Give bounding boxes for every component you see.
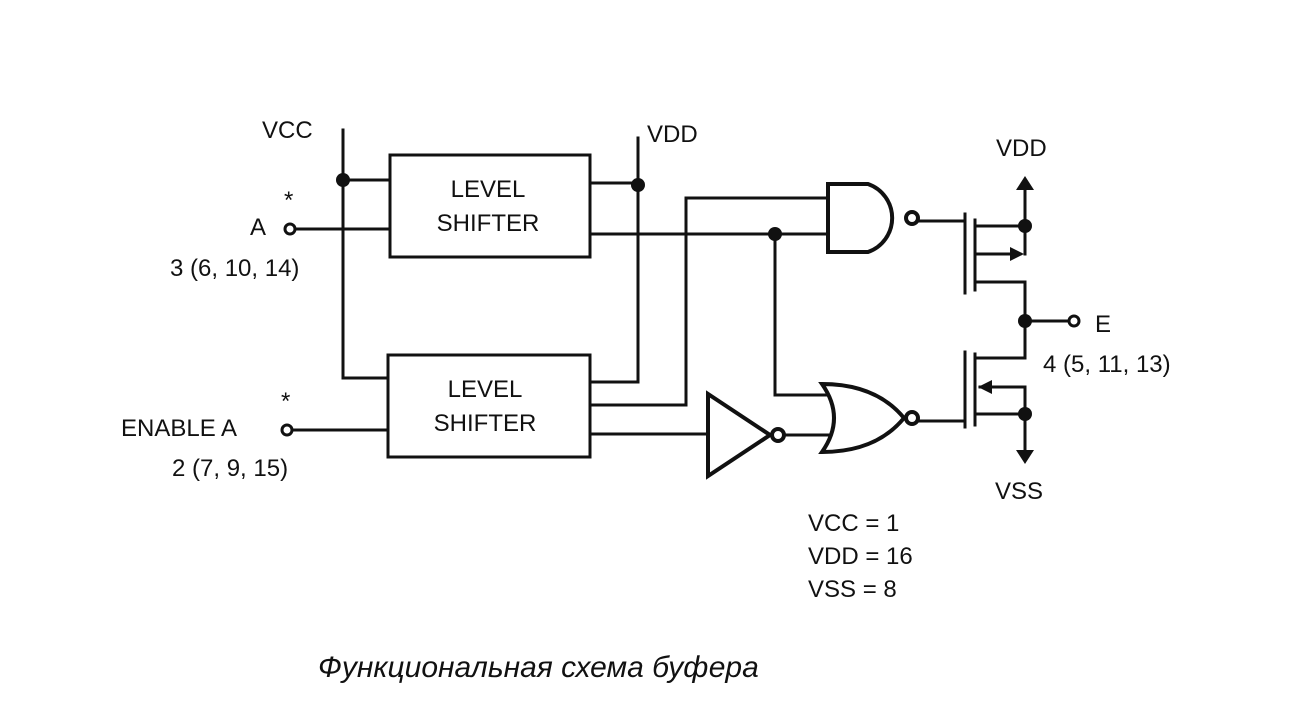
level-shifter-2 [386,353,592,459]
caption: Функциональная схема буфера [318,651,759,684]
nmos-arrow [978,380,992,394]
vdd-label-right: VDD [996,135,1047,162]
input-a-pins: 3 (6, 10, 14) [170,255,299,282]
legend-vss: VSS = 8 [808,576,897,603]
output-e-label: E [1095,311,1111,338]
nand-bubble [904,210,920,226]
input-a-label: A [250,214,266,241]
level-shifter-2-line1: LEVEL [448,376,523,403]
level-shifter-1-line2: SHIFTER [437,210,540,237]
output-e-pins: 4 (5, 11, 13) [1043,351,1171,378]
level-shifter-1 [388,153,592,259]
vss-label: VSS [995,478,1043,505]
level-shifter-1-line1: LEVEL [451,176,526,203]
vdd-arrow-icon [1016,176,1034,190]
input-enable-pins: 2 (7, 9, 15) [172,455,288,482]
vss-arrow-icon [1016,450,1034,464]
vcc-label: VCC [262,117,313,144]
input-a-star: * [284,187,293,214]
nmos-source-junction [1018,407,1032,421]
legend-vcc: VCC = 1 [808,510,899,537]
pmos-source-junction [1018,219,1032,233]
input-enable-terminal [280,423,294,437]
input-enable-label: ENABLE A [121,415,237,442]
input-enable-star: * [281,388,290,415]
output-e-terminal [1067,314,1081,328]
input-a-terminal [283,222,297,236]
enable-to-nand-wire [588,196,832,407]
vcc-junction [336,173,350,187]
vdd-junction [631,178,645,192]
nor-gate [818,381,907,455]
level-shifter-2-line2: SHIFTER [434,410,537,437]
a-to-nor-wire [773,232,832,397]
inverter [706,390,774,480]
legend-vdd: VDD = 16 [808,543,913,570]
inverter-bubble [770,427,786,443]
nand-gate [826,182,895,254]
vdd-label-top: VDD [647,121,698,148]
pmos-arrow [1010,247,1024,261]
nor-bubble [904,410,920,426]
